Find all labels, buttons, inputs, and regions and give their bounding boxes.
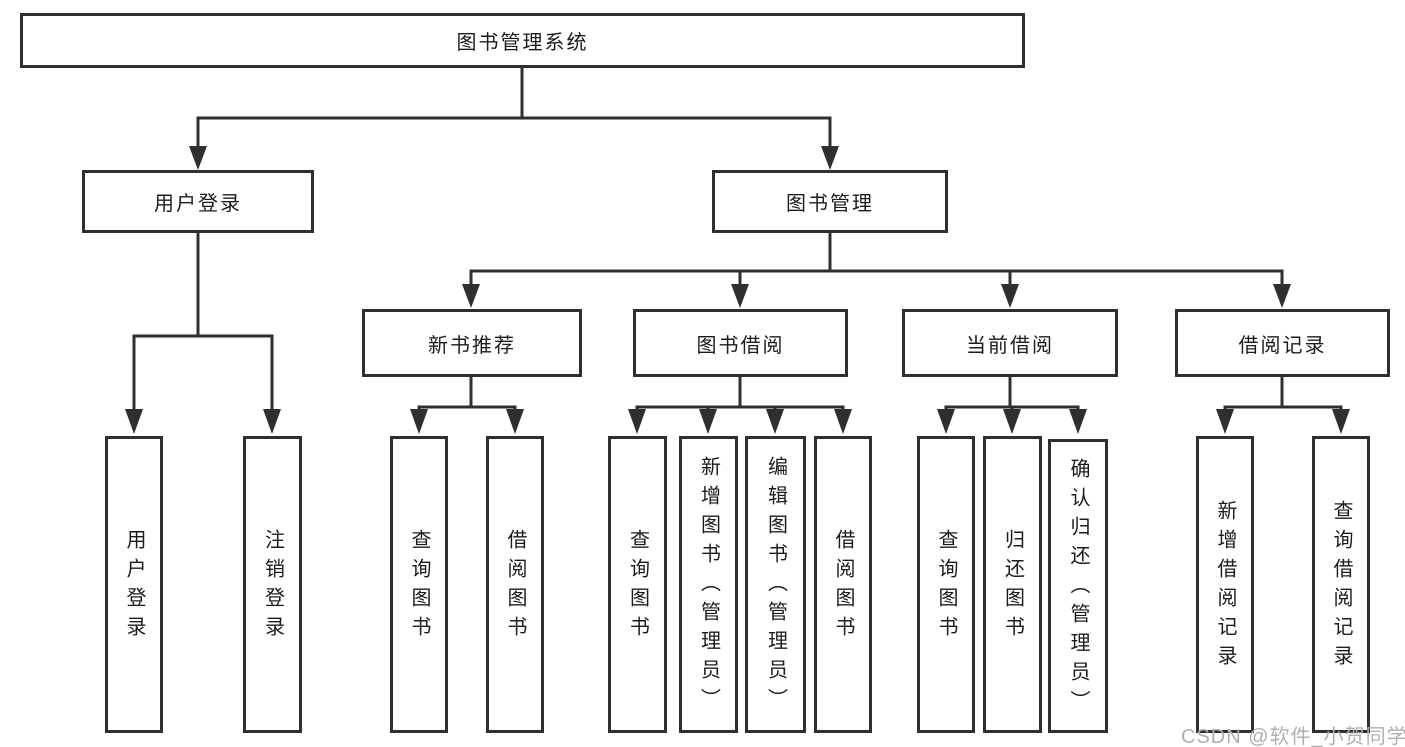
node-user-login-branch: 用户登录 [82,170,314,233]
node-query-books-current: 查询图书 [917,436,975,733]
node-return-books: 归还图书 [983,436,1042,733]
csdn-watermark: CSDN @软件_小贺同学 [1181,726,1405,747]
node-edit-books-admin: 编辑图书（管理员） [745,436,806,733]
node-borrow-records: 借阅记录 [1175,309,1390,377]
node-book-borrow: 图书借阅 [633,309,848,377]
node-query-books-borrow: 查询图书 [608,436,667,733]
node-add-borrow-record: 新增借阅记录 [1196,436,1254,733]
node-borrow-books-recommend: 借阅图书 [486,436,544,733]
node-borrow-books: 借阅图书 [814,436,872,733]
node-root: 图书管理系统 [20,13,1025,68]
node-logout: 注销登录 [243,436,302,733]
node-query-books-recommend: 查询图书 [390,436,448,733]
node-current-borrow: 当前借阅 [902,309,1118,377]
node-book-management: 图书管理 [712,170,948,233]
node-add-books-admin: 新增图书（管理员） [679,436,738,733]
node-user-login: 用户登录 [105,436,163,733]
node-query-borrow-record: 查询借阅记录 [1312,436,1370,733]
node-new-book-recommend: 新书推荐 [362,309,582,377]
node-confirm-return-admin: 确认归还（管理员） [1048,439,1108,733]
